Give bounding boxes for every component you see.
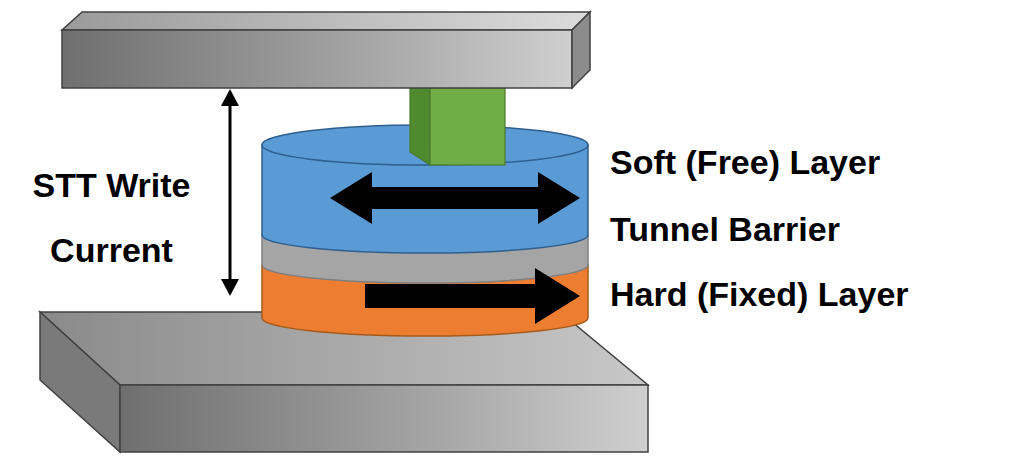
current-arrow — [221, 89, 239, 296]
fixed-magnetization-arrow — [365, 268, 580, 324]
layer-label: Soft (Free) Layer — [610, 130, 880, 195]
top-electrode — [62, 12, 590, 88]
layer-label: Tunnel Barrier — [610, 197, 840, 262]
via — [410, 80, 505, 165]
current-label: STT Write Current — [4, 153, 219, 282]
layer-label: Hard (Fixed) Layer — [610, 262, 909, 327]
free-magnetization-arrow — [330, 172, 580, 224]
